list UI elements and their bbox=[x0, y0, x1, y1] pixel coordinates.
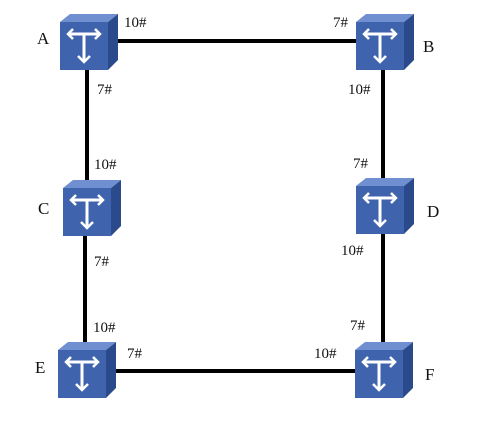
node-label-c: C bbox=[38, 199, 49, 218]
switch-b[interactable] bbox=[354, 12, 416, 72]
links bbox=[83, 39, 385, 373]
switch-icon bbox=[354, 12, 416, 72]
port-label-c-a: 10# bbox=[94, 157, 117, 173]
switch-a[interactable] bbox=[58, 12, 120, 72]
port-label-b-a: 7# bbox=[333, 15, 349, 31]
port-label-a-c: 7# bbox=[97, 82, 113, 98]
port-label-f-e: 10# bbox=[314, 346, 337, 362]
port-label-e-f: 7# bbox=[127, 346, 143, 362]
port-label-b-d: 10# bbox=[348, 82, 371, 98]
node-label-d: D bbox=[427, 202, 439, 221]
port-labels: 10# 7# 7# 10# 10# 7# 7# 10# 10# 7# 7# 10… bbox=[93, 15, 371, 362]
switch-icon bbox=[56, 340, 118, 400]
switch-c[interactable] bbox=[61, 178, 123, 238]
switch-d[interactable] bbox=[354, 176, 416, 236]
node-label-e: E bbox=[35, 358, 45, 377]
switch-icon bbox=[58, 12, 120, 72]
switch-icon bbox=[353, 340, 415, 400]
node-labels: A B C D E F bbox=[35, 29, 439, 384]
port-label-f-d: 7# bbox=[350, 318, 366, 334]
port-label-e-c: 10# bbox=[93, 320, 116, 336]
node-label-b: B bbox=[423, 37, 434, 56]
switch-e[interactable] bbox=[56, 340, 118, 400]
node-label-a: A bbox=[37, 29, 50, 48]
switch-icon bbox=[61, 178, 123, 238]
port-label-d-b: 7# bbox=[353, 156, 369, 172]
port-label-c-e: 7# bbox=[94, 254, 110, 270]
node-label-f: F bbox=[425, 365, 434, 384]
port-label-a-b: 10# bbox=[124, 15, 147, 31]
switch-f[interactable] bbox=[353, 340, 415, 400]
switch-icon bbox=[354, 176, 416, 236]
port-label-d-f: 10# bbox=[341, 243, 364, 259]
